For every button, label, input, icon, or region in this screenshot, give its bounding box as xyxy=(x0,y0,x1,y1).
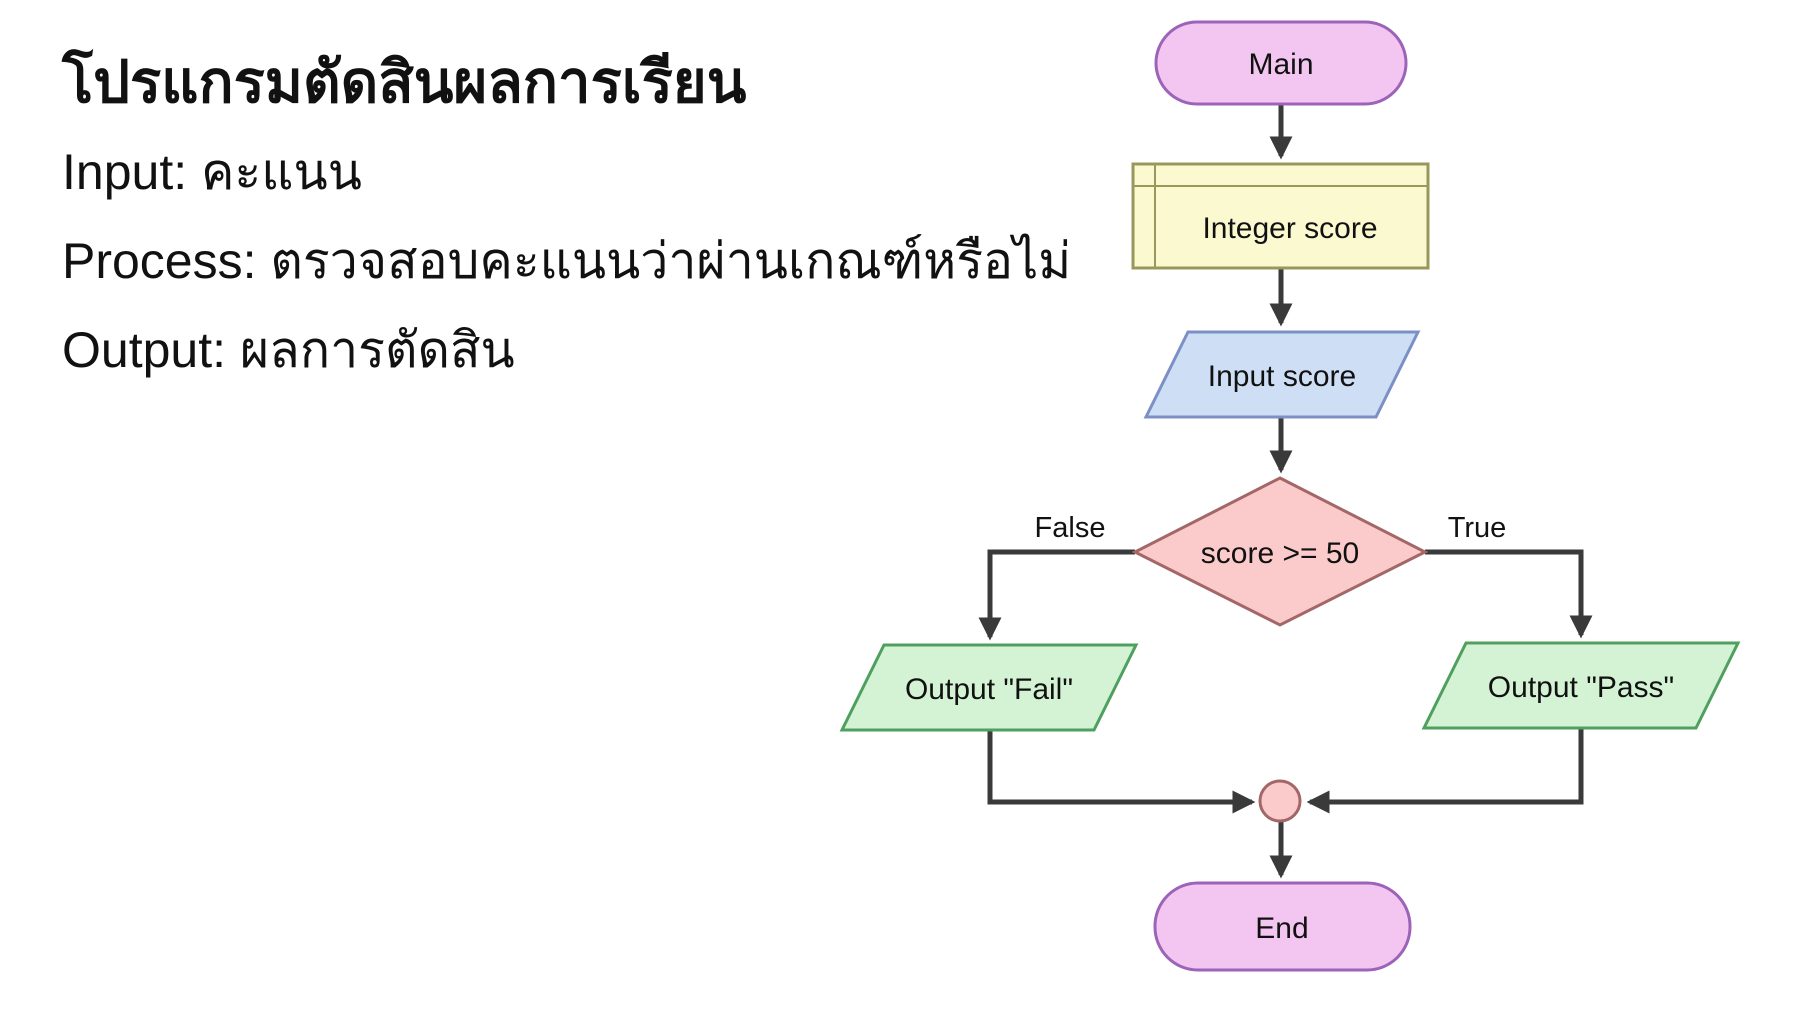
input-label: Input score xyxy=(1208,360,1356,393)
node-main: Main xyxy=(1154,20,1408,106)
output-pass-parallelogram-shape xyxy=(1421,641,1741,730)
node-output-fail: Output "Fail" xyxy=(839,643,1139,732)
main-terminator-shape xyxy=(1154,20,1408,106)
node-declare: Integer score xyxy=(1131,162,1430,270)
declare-shape xyxy=(1131,162,1430,270)
decision-diamond-shape xyxy=(1131,476,1429,627)
node-end: End xyxy=(1153,881,1412,972)
output-pass-label: Output "Pass" xyxy=(1488,671,1674,704)
true-branch-label: True xyxy=(1448,512,1507,544)
input-parallelogram-shape xyxy=(1143,330,1421,419)
output-fail-parallelogram-shape xyxy=(839,643,1139,732)
arrow-false-branch xyxy=(978,549,1135,641)
description-process-line: Process: ตรวจสอบคะแนนว่าผ่านเกณฑ์หรือไม่ xyxy=(62,232,1072,289)
end-terminator-shape xyxy=(1153,881,1412,972)
program-description: โปรแกรมตัดสินผลการเรียน Input: คะแนน Pro… xyxy=(62,38,1072,395)
flow-arrows xyxy=(978,104,1593,879)
output-fail-label: Output "Fail" xyxy=(905,673,1073,706)
arrow-true-branch xyxy=(1425,549,1593,639)
node-decision: score >= 50 xyxy=(1131,476,1429,627)
decision-label: score >= 50 xyxy=(1201,537,1359,570)
false-branch-label: False xyxy=(1035,512,1106,544)
declare-label: Integer score xyxy=(1202,212,1377,245)
main-label: Main xyxy=(1248,48,1313,81)
arrow-pass-to-merge xyxy=(1306,728,1584,814)
merge-connector-circle xyxy=(1258,779,1302,823)
program-title: โปรแกรมตัดสินผลการเรียน xyxy=(62,50,747,115)
arrow-fail-to-merge xyxy=(987,730,1256,814)
end-label: End xyxy=(1255,912,1308,945)
description-output-line: Output: ผลการตัดสิน xyxy=(62,321,515,378)
node-input: Input score xyxy=(1143,330,1421,419)
description-input-line: Input: คะแนน xyxy=(62,143,362,200)
node-output-pass: Output "Pass" xyxy=(1421,641,1741,730)
